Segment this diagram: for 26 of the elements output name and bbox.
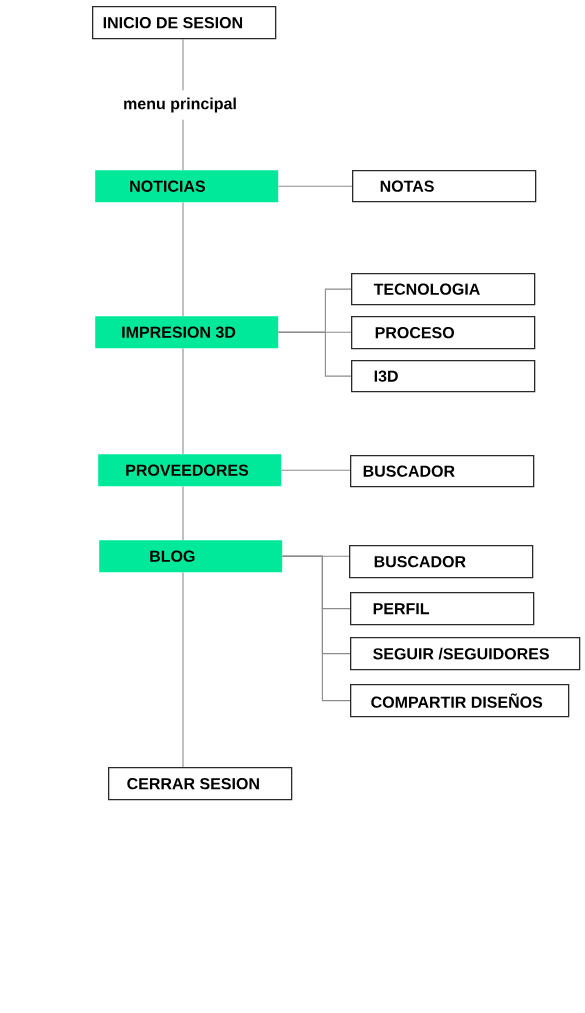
connector-line [182,201,184,317]
connector-line [281,555,351,702]
connector-line [182,119,184,171]
connector-line [182,347,184,455]
connector-line [182,38,184,91]
menu-item-box: PROVEEDORES [98,454,282,487]
connector-line [182,571,184,768]
connector-line [277,185,353,187]
option-box: SEGUIR /SEGUIDORES [350,637,581,671]
option-box: PROCESO [351,316,536,350]
menu-label: menu principal [124,97,236,113]
connector-line [280,469,351,471]
menu-item-box: NOTICIAS [95,170,279,203]
option-box: PERFIL [350,592,535,626]
menu-item-box: IMPRESION 3D [95,316,279,349]
option-box: TECNOLOGIA [351,273,536,306]
option-box: BUSCADOR [350,455,535,488]
option-box: I3D [351,360,536,393]
option-box: CERRAR SESION [108,767,293,801]
option-box: BUSCADOR [349,545,534,579]
option-box: NOTAS [352,170,537,203]
option-box: COMPARTIR DISEÑOS [350,684,570,718]
menu-item-box: BLOG [99,540,283,573]
connector-line [182,485,184,541]
option-box: INICIO DE SESION [92,6,277,40]
connector-line [277,331,352,377]
